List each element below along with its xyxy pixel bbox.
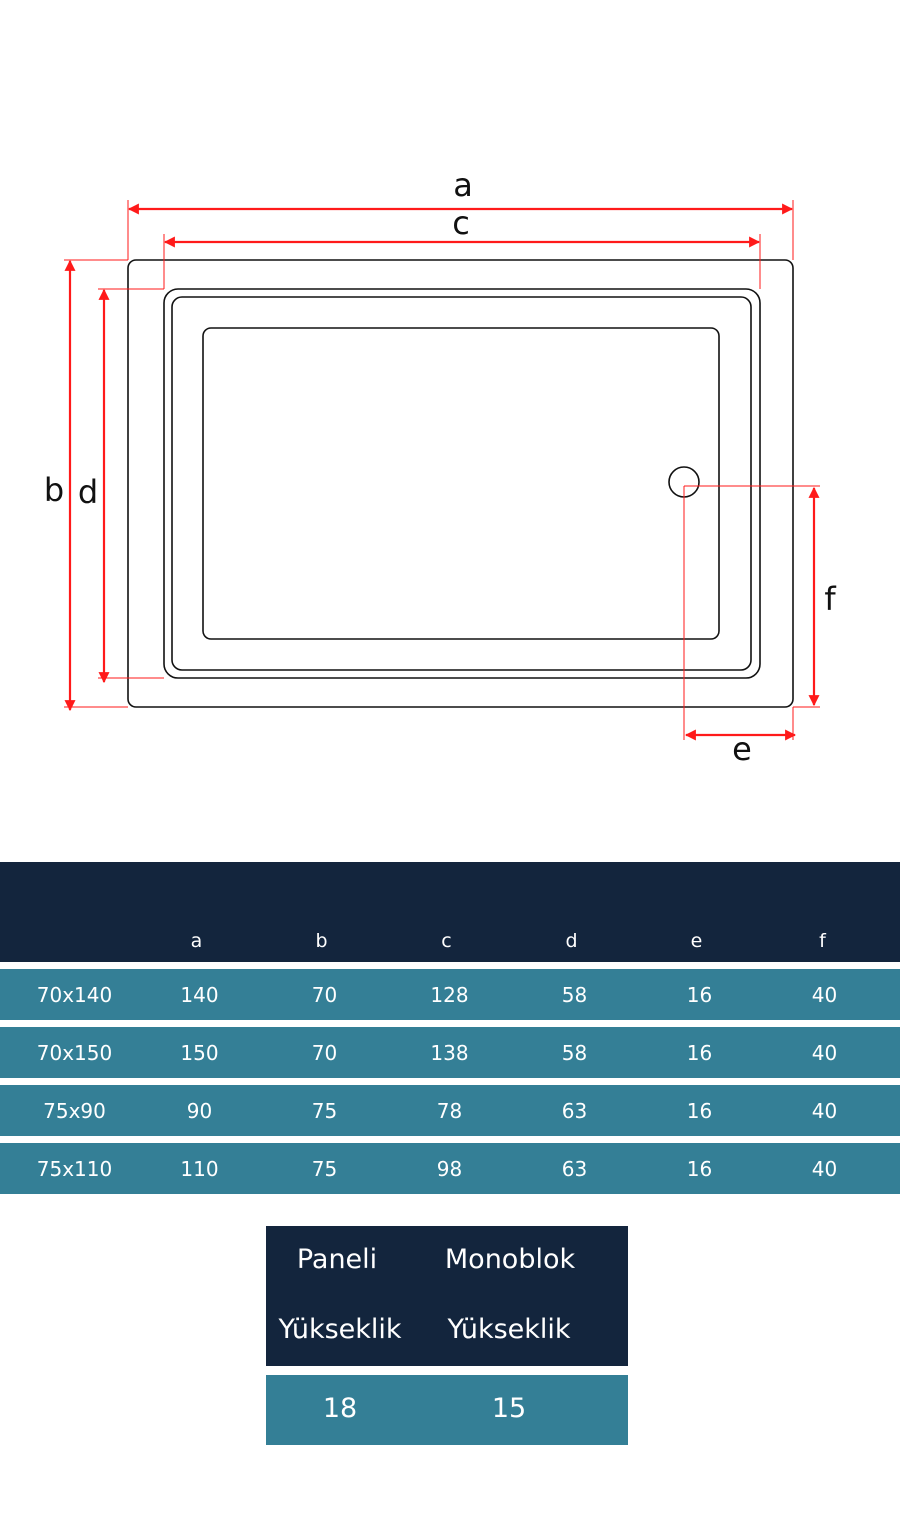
value-cell: 40 xyxy=(811,1157,838,1181)
tray-rim-outline xyxy=(163,288,761,679)
value-cell: 40 xyxy=(811,983,838,1007)
value-cell: 40 xyxy=(811,1041,838,1065)
label-e: e xyxy=(732,730,752,768)
header-f: f xyxy=(819,930,826,952)
value-cell: 58 xyxy=(561,1041,588,1065)
value-cell: 110 xyxy=(180,1157,219,1181)
value-cell: 70 xyxy=(311,1041,338,1065)
value-cell: 128 xyxy=(430,983,469,1007)
header-monoblock: Monoblok xyxy=(444,1244,576,1275)
tray-rim-inner-outline xyxy=(171,296,752,671)
size-cell: 75x110 xyxy=(36,1157,113,1181)
height-table: Paneli Monoblok Yükseklik Yükseklik 18 1… xyxy=(266,1226,628,1445)
table-header: a b c d e f xyxy=(0,862,900,962)
label-f: f xyxy=(824,580,836,618)
header-b: b xyxy=(315,930,328,952)
shower-tray-diagram: a c b d f e xyxy=(44,166,837,768)
tray-outer-outline xyxy=(127,259,794,708)
header-panel-height: Yükseklik xyxy=(278,1314,402,1345)
monoblock-height-value: 15 xyxy=(491,1393,527,1424)
header-panel: Paneli xyxy=(296,1244,378,1275)
label-c: c xyxy=(452,204,470,242)
header-monoblock-height: Yükseklik xyxy=(447,1314,571,1345)
value-cell: 58 xyxy=(561,983,588,1007)
value-cell: 138 xyxy=(430,1041,469,1065)
value-cell: 75 xyxy=(311,1099,338,1123)
size-cell: 70x150 xyxy=(36,1041,113,1065)
tray-basin-outline xyxy=(202,327,720,640)
value-cell: 16 xyxy=(686,1041,713,1065)
label-a: a xyxy=(453,166,473,204)
value-cell: 16 xyxy=(686,1099,713,1123)
value-cell: 75 xyxy=(311,1157,338,1181)
value-cell: 63 xyxy=(561,1157,588,1181)
value-cell: 40 xyxy=(811,1099,838,1123)
header-d: d xyxy=(565,930,578,952)
height-table-row: 18 15 xyxy=(266,1375,628,1445)
value-cell: 90 xyxy=(186,1099,213,1123)
value-cell: 140 xyxy=(180,983,219,1007)
header-e: e xyxy=(690,930,703,952)
table-row: 70x140 140 70 128 58 16 40 xyxy=(0,969,900,1020)
value-cell: 16 xyxy=(686,983,713,1007)
table-row: 75x90 90 75 78 63 16 40 xyxy=(0,1085,900,1136)
header-c: c xyxy=(441,930,452,952)
table-row: 75x110 110 75 98 63 16 40 xyxy=(0,1143,900,1194)
label-d: d xyxy=(78,473,98,511)
value-cell: 70 xyxy=(311,983,338,1007)
dimensions-table: a b c d e f 70x140 140 70 128 58 16 40 70x150 15… xyxy=(0,862,900,1194)
label-b: b xyxy=(44,471,64,509)
panel-height-value: 18 xyxy=(322,1393,358,1424)
height-table-header: Paneli Monoblok Yükseklik Yükseklik xyxy=(266,1226,628,1366)
size-cell: 75x90 xyxy=(43,1099,106,1123)
value-cell: 16 xyxy=(686,1157,713,1181)
table-row: 70x150 150 70 138 58 16 40 xyxy=(0,1027,900,1078)
value-cell: 98 xyxy=(436,1157,463,1181)
value-cell: 150 xyxy=(180,1041,219,1065)
header-a: a xyxy=(190,930,203,952)
value-cell: 78 xyxy=(436,1099,463,1123)
value-cell: 63 xyxy=(561,1099,588,1123)
size-cell: 70x140 xyxy=(36,983,113,1007)
